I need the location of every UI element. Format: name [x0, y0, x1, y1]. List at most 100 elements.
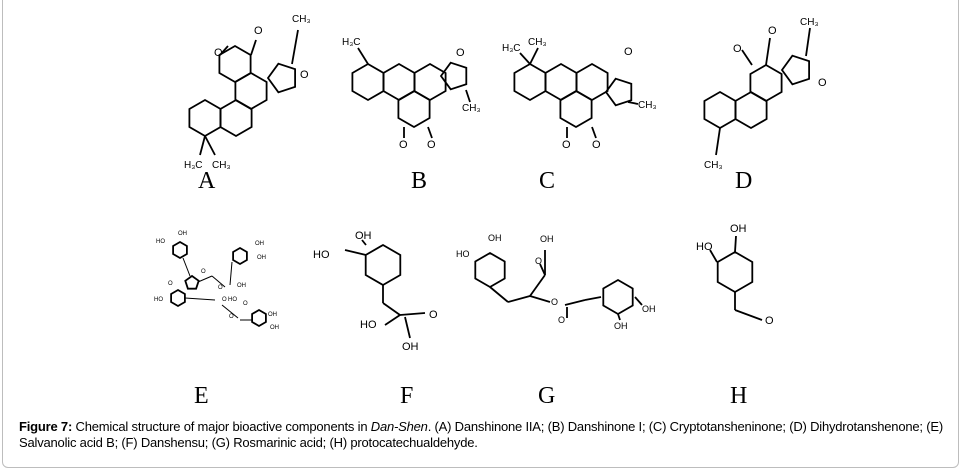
ring — [513, 62, 547, 102]
ring — [604, 77, 633, 107]
ring — [219, 98, 253, 138]
bond — [507, 295, 531, 303]
atom-label: O — [429, 309, 438, 321]
ring — [170, 288, 186, 308]
atom-label: H₃C — [184, 160, 203, 171]
ring — [474, 251, 506, 289]
atom-label: H₃C — [502, 43, 521, 54]
bond — [384, 314, 401, 326]
bond — [399, 312, 426, 316]
atom-label: O — [168, 281, 173, 287]
bond — [805, 27, 811, 57]
bond — [734, 235, 737, 253]
ring — [397, 89, 431, 129]
ring — [351, 62, 385, 102]
atom-label: O — [222, 297, 227, 303]
ring — [364, 243, 402, 287]
bond — [591, 126, 597, 139]
atom-label: OH — [540, 234, 554, 244]
ring — [251, 308, 267, 328]
bond — [529, 295, 551, 303]
caption-text-rest: . (A) Danshinone IIA; (B) Danshinone I; … — [19, 419, 943, 450]
atom-label: HO — [228, 297, 237, 303]
atom-label: O — [254, 25, 263, 37]
atom-label: H₃C — [342, 37, 361, 48]
ring — [559, 89, 593, 129]
atom-label: O — [535, 256, 542, 266]
atom-label: O — [229, 314, 234, 320]
atom-label: O — [551, 297, 558, 307]
bond — [361, 239, 367, 246]
atom-label: O — [768, 25, 777, 37]
atom-label: HO — [360, 319, 377, 331]
atom-label: HO — [154, 297, 163, 303]
atom-label: O — [818, 77, 827, 89]
atom-label: OH — [355, 230, 372, 242]
atom-label: O — [765, 315, 774, 327]
ring — [602, 278, 634, 316]
bond — [709, 249, 718, 263]
atom-label: HO — [313, 249, 330, 261]
bond — [291, 29, 299, 65]
atom-label: CH₃ — [212, 160, 231, 171]
ring — [780, 54, 810, 86]
bond — [529, 274, 546, 297]
atom-label: O — [592, 139, 601, 151]
atom-label: CH₃ — [638, 100, 657, 111]
atom-label: OH — [237, 283, 246, 289]
ring — [266, 62, 297, 94]
atom-label: OH — [268, 312, 277, 318]
atom-label: OH — [614, 321, 628, 331]
atom-label: O — [243, 301, 248, 307]
panel-label-g: G — [538, 383, 556, 409]
atom-label: CH₃ — [292, 14, 311, 25]
structure-e: OH HO OH OH O O OH O HO O HO O O OH OH — [154, 231, 279, 331]
atom-label: OH — [255, 241, 264, 247]
structure-b: H₃C O O O CH₃ — [342, 37, 481, 151]
figure-caption: Figure 7: Chemical structure of major bi… — [19, 419, 954, 451]
atom-label: CH₃ — [800, 17, 819, 28]
panel-label-b: B — [411, 168, 428, 194]
ring — [703, 90, 737, 130]
structure-a: O O CH₃ O H₃C CH₃ — [184, 14, 311, 171]
bond — [344, 249, 367, 256]
structure-d: O O CH₃ O CH₃ — [703, 17, 827, 171]
atom-label: O — [300, 69, 309, 81]
atom-label: OH — [270, 325, 279, 331]
bond — [765, 37, 771, 66]
bond — [221, 304, 239, 319]
bond — [197, 275, 213, 283]
atom-label: OH — [402, 341, 419, 353]
panel-label-a: A — [198, 168, 216, 194]
atom-label: O — [214, 47, 223, 59]
atom-label: O — [201, 269, 206, 275]
bond — [529, 47, 539, 65]
ring — [439, 61, 468, 91]
ring — [232, 246, 248, 266]
atom-label: OH — [642, 304, 656, 314]
bond — [199, 135, 206, 156]
atom-label: CH₃ — [528, 37, 547, 48]
bond — [250, 39, 257, 56]
atom-label: O — [399, 139, 408, 151]
atom-label: O — [427, 139, 436, 151]
structure-g: OH HO OH O O O OH OH — [456, 233, 656, 331]
structure-c: H₃C CH₃ O O O CH₃ — [502, 37, 657, 151]
bond — [229, 261, 233, 286]
ring — [188, 98, 222, 138]
atom-label: O — [218, 285, 223, 291]
atom-label: HO — [456, 249, 470, 259]
atom-label: O — [558, 315, 565, 325]
ring — [172, 240, 188, 260]
bond — [627, 101, 639, 105]
structure-f: OH HO HO O OH — [313, 230, 438, 353]
structure-h: OH HO O — [696, 223, 774, 327]
atom-label: CH₃ — [704, 160, 723, 171]
ring — [716, 250, 754, 294]
bond — [734, 309, 763, 321]
bond — [184, 297, 216, 301]
atom-label: OH — [488, 233, 502, 243]
ring — [382, 62, 416, 102]
